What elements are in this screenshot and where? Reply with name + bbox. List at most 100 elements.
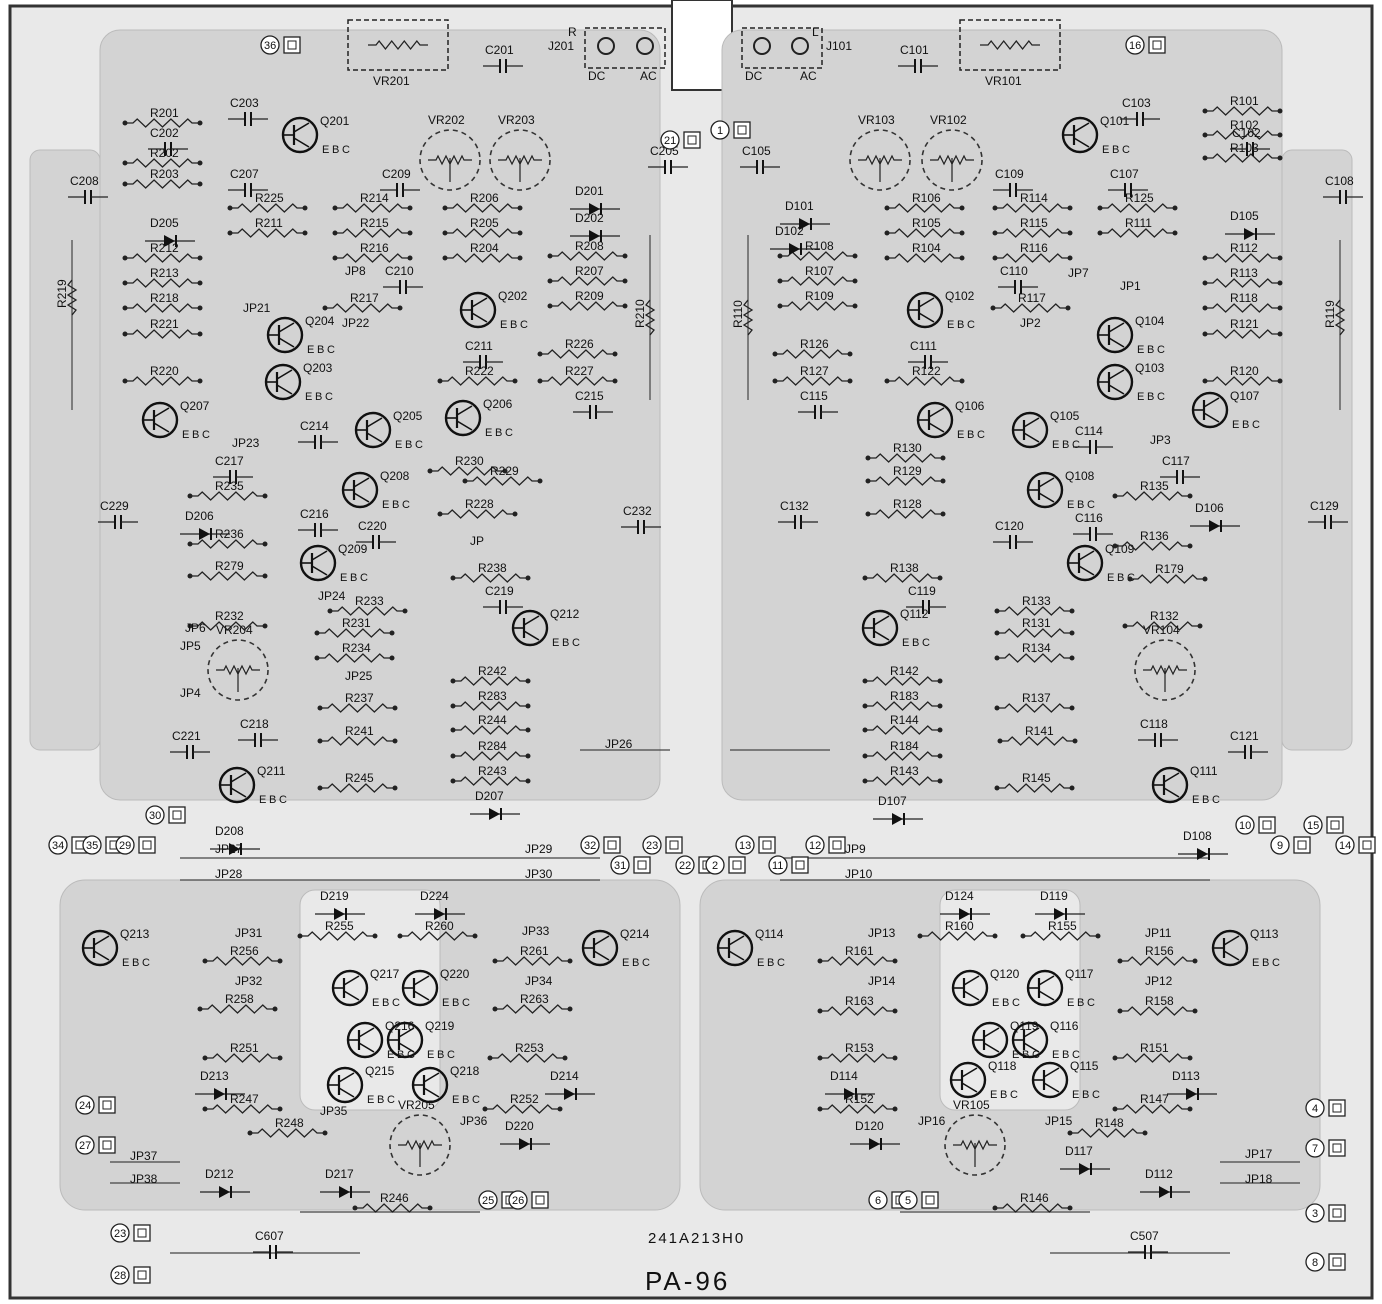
resistor-r228: R228 xyxy=(437,497,518,519)
resistor-label: R106 xyxy=(912,191,941,205)
resistor-r220: R220 xyxy=(122,364,203,386)
resistor-label: R147 xyxy=(1140,1092,1169,1106)
jack-j101-pin-dc: DC xyxy=(745,69,763,83)
capacitor-label: C211 xyxy=(465,339,493,353)
capacitor-label: C232 xyxy=(623,504,652,518)
trimmer-vr105: VR105 xyxy=(944,1098,1006,1176)
resistor-r103: R103 xyxy=(1202,141,1283,163)
resistor-label: R206 xyxy=(470,191,499,205)
diode-d124: D124 xyxy=(940,889,990,920)
capacitor-c219: C219 xyxy=(483,584,523,614)
pin-e-label: E xyxy=(305,391,312,403)
resistor-r131: R131 xyxy=(994,616,1075,638)
jumper-label: JP13 xyxy=(868,926,896,940)
capacitor-label: C119 xyxy=(908,584,936,598)
capacitor-c119: C119 xyxy=(906,584,946,614)
transistor-label: Q120 xyxy=(990,967,1020,981)
capacitor-c220: C220 xyxy=(356,519,396,549)
diode-d206: D206 xyxy=(180,509,230,540)
resistor-r237: R237 xyxy=(317,691,398,713)
resistor-r135: R135 xyxy=(1112,479,1193,501)
resistor-r216: R216 xyxy=(332,241,413,263)
pin-c-label: C xyxy=(1032,1049,1040,1061)
resistor-r146: R146 xyxy=(992,1191,1073,1213)
terminal-pad-label: 8 xyxy=(1312,1257,1318,1269)
resistor-label: R226 xyxy=(565,337,594,351)
pin-b-label: B xyxy=(269,794,276,806)
pin-e-label: E xyxy=(1252,957,1259,969)
resistor-label: R227 xyxy=(565,364,594,378)
pin-c-label: C xyxy=(392,997,400,1009)
jumper-jp2: JP2 xyxy=(1020,316,1041,330)
resistor-r221: R221 xyxy=(122,317,203,339)
capacitor-c115: C115 xyxy=(798,389,838,419)
diode-d106: D106 xyxy=(1190,501,1240,532)
resistor-r129: R129 xyxy=(865,464,946,486)
diode-label: D213 xyxy=(200,1069,229,1083)
resistor-label: R279 xyxy=(215,559,244,573)
pin-c-label: C xyxy=(142,957,150,969)
terminal-pad-label: 13 xyxy=(739,840,751,852)
diode-label: D219 xyxy=(320,889,349,903)
diode-d112: D112 xyxy=(1140,1167,1190,1198)
jack-j201-pin-ac: AC xyxy=(640,69,657,83)
resistor-label: R215 xyxy=(360,216,389,230)
resistor-label: R263 xyxy=(520,992,549,1006)
jumper-jp12: JP12 xyxy=(1145,974,1173,988)
pin-b-label: B xyxy=(315,391,322,403)
capacitor-label: C208 xyxy=(70,174,99,188)
resistor-label: R161 xyxy=(845,944,874,958)
capacitor-c109: C109 xyxy=(993,167,1033,197)
resistor-r141: R141 xyxy=(997,724,1078,746)
pin-c-label: C xyxy=(387,1094,395,1106)
jumper-jp34: JP34 xyxy=(525,974,553,988)
terminal-pad-35: 35 xyxy=(82,835,123,855)
pin-c-label: C xyxy=(1087,997,1095,1009)
capacitor-label: C216 xyxy=(300,507,329,521)
transistor-label: Q118 xyxy=(988,1059,1017,1073)
pin-c-label: C xyxy=(1072,439,1080,451)
capacitor-c101: C101 xyxy=(898,43,938,73)
pin-b-label: B xyxy=(767,957,774,969)
resistor-r232: R232 xyxy=(187,609,268,631)
resistor-r208: R208 xyxy=(547,239,628,261)
transistor-label: Q105 xyxy=(1050,409,1080,423)
jumper-label: JP7 xyxy=(1068,266,1089,280)
transistor-label: Q102 xyxy=(945,289,975,303)
pin-e-label: E xyxy=(1067,997,1074,1009)
resistor-r152: R152 xyxy=(817,1092,898,1114)
jumper-label: JP32 xyxy=(235,974,263,988)
terminal-pad-13: 13 xyxy=(735,835,776,855)
jumper-label: JP10 xyxy=(845,867,873,881)
pin-b-label: B xyxy=(1082,1089,1089,1101)
resistor-r243: R243 xyxy=(450,764,531,786)
pin-c-label: C xyxy=(472,1094,480,1106)
capacitor-c232: C232 xyxy=(621,504,661,534)
jumper-jp18: JP18 xyxy=(1245,1172,1273,1186)
pin-e-label: E xyxy=(382,499,389,511)
capacitor-label: C214 xyxy=(300,419,329,433)
resistor-r119: R119 xyxy=(1323,299,1346,336)
pin-c-label: C xyxy=(520,319,528,331)
transistor-label: Q217 xyxy=(370,967,400,981)
diode-d105: D105 xyxy=(1225,209,1275,240)
pin-e-label: E xyxy=(1137,344,1144,356)
jumper-label: JP1 xyxy=(1120,279,1141,293)
terminal-pad-15: 15 xyxy=(1303,815,1344,835)
pin-e-label: E xyxy=(442,997,449,1009)
diode-label: D106 xyxy=(1195,501,1224,515)
resistor-r118: R118 xyxy=(1202,291,1283,313)
resistor-label: R128 xyxy=(893,497,922,511)
resistor-r227: R227 xyxy=(537,364,618,386)
capacitor-label: C207 xyxy=(230,167,259,181)
pin-c-label: C xyxy=(967,319,975,331)
jumper-jp22: JP22 xyxy=(342,316,370,330)
diode-label: D201 xyxy=(575,184,604,198)
